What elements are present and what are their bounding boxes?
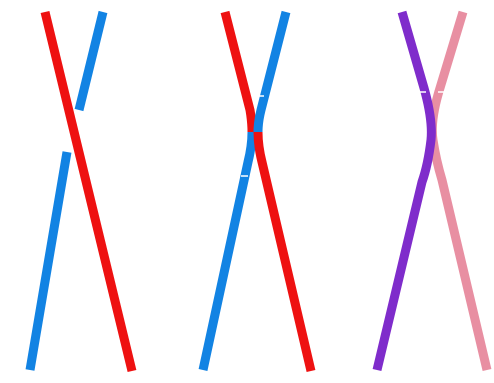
blue-strand-lower xyxy=(203,132,252,370)
blue-strand-lower xyxy=(30,152,67,370)
pink-strand xyxy=(432,12,487,370)
red-strand-upper xyxy=(225,12,252,132)
panel-crossover xyxy=(30,12,132,371)
blue-strand-upper xyxy=(258,12,286,132)
panel-exchange xyxy=(203,12,311,371)
blue-strand-upper xyxy=(79,12,103,110)
red-strand-lower xyxy=(258,132,311,371)
panel-recombined xyxy=(377,12,487,370)
purple-strand xyxy=(377,12,431,370)
